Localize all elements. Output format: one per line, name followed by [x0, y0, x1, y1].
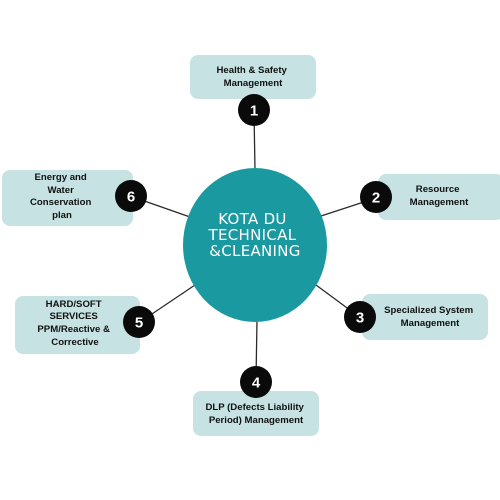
badge-4: 4	[240, 366, 272, 398]
badge-2-number: 2	[372, 190, 380, 207]
item-6-label: Energy and Water Conservation plan	[30, 172, 94, 221]
badge-1: 1	[238, 94, 270, 126]
badge-2: 2	[360, 181, 392, 213]
item-4-line-1: DLP (Defects Liability	[205, 402, 304, 413]
item-5-line-3: PPM/Reactive &	[37, 324, 110, 335]
center-label: KOTA DU TECHNICAL &CLEANING	[208, 210, 302, 260]
badge-1-number: 1	[250, 103, 258, 120]
center-line-2: TECHNICAL	[208, 226, 297, 244]
item-5-box	[15, 296, 140, 354]
badge-4-circle	[240, 366, 272, 398]
item-1: Health & Safety Management	[190, 55, 316, 99]
item-2: Resource Management	[378, 174, 500, 220]
item-6-line-3: Conservation	[30, 197, 91, 208]
item-3-box	[362, 294, 488, 340]
center-circle	[183, 168, 327, 322]
item-3-label: Specialized System Management	[384, 305, 476, 329]
badge-5: 5	[123, 306, 155, 338]
item-4-label: DLP (Defects Liability Period) Managemen…	[205, 402, 306, 426]
item-6-line-1: Energy and	[35, 172, 87, 183]
badge-2-circle	[360, 181, 392, 213]
item-4-box	[193, 391, 319, 436]
badge-3-circle	[344, 301, 376, 333]
center-node: KOTA DU TECHNICAL &CLEANING	[183, 168, 327, 322]
item-3-line-2: Management	[401, 318, 460, 329]
item-6: Energy and Water Conservation plan	[2, 170, 133, 226]
badge-5-number: 5	[135, 315, 143, 332]
item-4: DLP (Defects Liability Period) Managemen…	[193, 391, 319, 436]
item-5-line-4: Corrective	[51, 337, 98, 348]
badge-6-circle	[115, 180, 147, 212]
badge-6: 6	[115, 180, 147, 212]
center-line-1: KOTA DU	[218, 210, 286, 228]
item-6-line-2: Water	[48, 185, 75, 196]
item-2-line-2: Management	[410, 197, 469, 208]
badge-1-circle	[238, 94, 270, 126]
item-5-line-2: SERVICES	[49, 311, 98, 322]
item-6-box	[2, 170, 133, 226]
item-5-label: HARD/SOFT SERVICES PPM/Reactive & Correc…	[37, 299, 112, 348]
center-line-3: &CLEANING	[209, 242, 300, 260]
item-5: HARD/SOFT SERVICES PPM/Reactive & Correc…	[15, 296, 140, 354]
item-1-label: Health & Safety Management	[216, 65, 289, 89]
badge-5-circle	[123, 306, 155, 338]
item-1-line-1: Health & Safety	[216, 65, 287, 76]
item-1-box	[190, 55, 316, 99]
badge-6-number: 6	[127, 189, 135, 206]
badge-3: 3	[344, 301, 376, 333]
badge-3-number: 3	[356, 310, 364, 327]
item-6-line-4: plan	[52, 210, 72, 221]
item-2-box	[378, 174, 500, 220]
item-3-line-1: Specialized System	[384, 305, 473, 316]
item-5-line-1: HARD/SOFT	[46, 299, 102, 310]
item-2-label: Resource Management	[410, 184, 469, 208]
item-2-line-1: Resource	[416, 184, 460, 195]
badge-4-number: 4	[252, 375, 261, 392]
item-4-line-2: Period) Management	[209, 415, 304, 426]
item-1-line-2: Management	[224, 78, 283, 89]
item-3: Specialized System Management	[362, 294, 488, 340]
